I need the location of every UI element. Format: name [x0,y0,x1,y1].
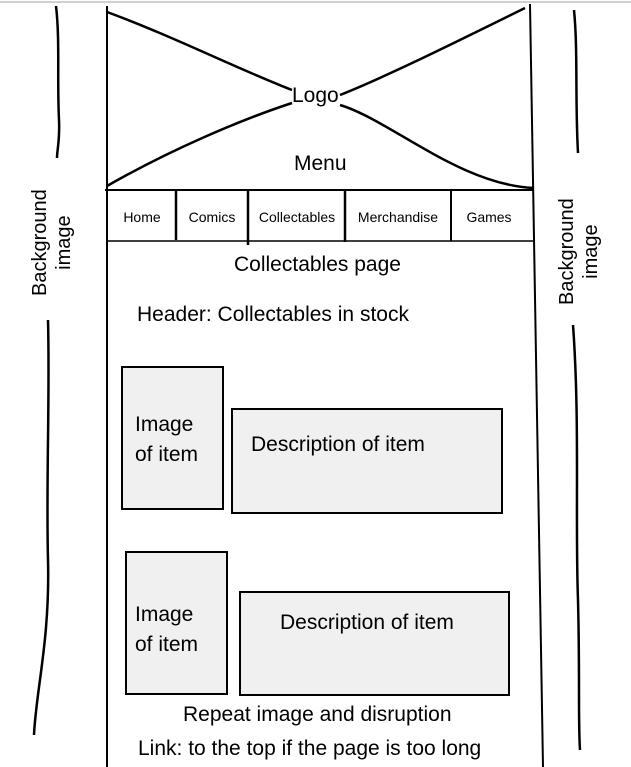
image-label-line: Image [135,413,194,436]
menu-title: Menu [294,152,347,175]
nav-games[interactable]: Games [466,209,512,225]
item-image-box [125,551,228,695]
logo-curve-top-left [106,10,293,92]
repeat-note: Repeat image and disruption [183,703,452,726]
bg-stroke-right-top [572,9,580,154]
background-label-line: image [580,224,602,279]
frame-right-line [529,3,544,767]
item-image-label: Image of item [135,600,198,660]
bg-stroke-left-top [54,5,61,159]
item-image-box [121,366,224,510]
item-description-box [239,591,510,696]
image-label-line: of item [135,633,199,656]
item-description-label: Description of item [251,433,425,456]
page-title: Collectables page [234,253,401,276]
bg-stroke-right-bottom [571,324,582,751]
background-label-line: Background [556,198,578,305]
background-label-line: Background [29,189,51,296]
image-label-line: of item [135,443,199,466]
image-label-line: Image [135,603,194,626]
logo-curve-top-right [339,6,526,97]
item-image-label: Image of item [135,410,198,470]
header-text: Header: Collectables in stock [137,303,409,326]
bg-stroke-left-bottom [32,319,50,736]
logo-label: Logo [292,84,339,107]
background-label-right: Background image [555,198,603,305]
item-description-box [231,408,503,514]
nav-collectables[interactable]: Collectables [258,209,336,225]
background-label-left: Background image [28,189,76,296]
nav-home[interactable]: Home [123,209,161,225]
item-description-label: Description of item [280,611,454,634]
background-label-line: image [53,215,75,270]
logo-curve-bottom-right [339,103,535,190]
nav-comics[interactable]: Comics [188,209,236,225]
back-to-top-link-note[interactable]: Link: to the top if the page is too long [138,737,482,760]
nav-merchandise[interactable]: Merchandise [357,209,439,225]
logo-curve-bottom-left [106,101,293,188]
